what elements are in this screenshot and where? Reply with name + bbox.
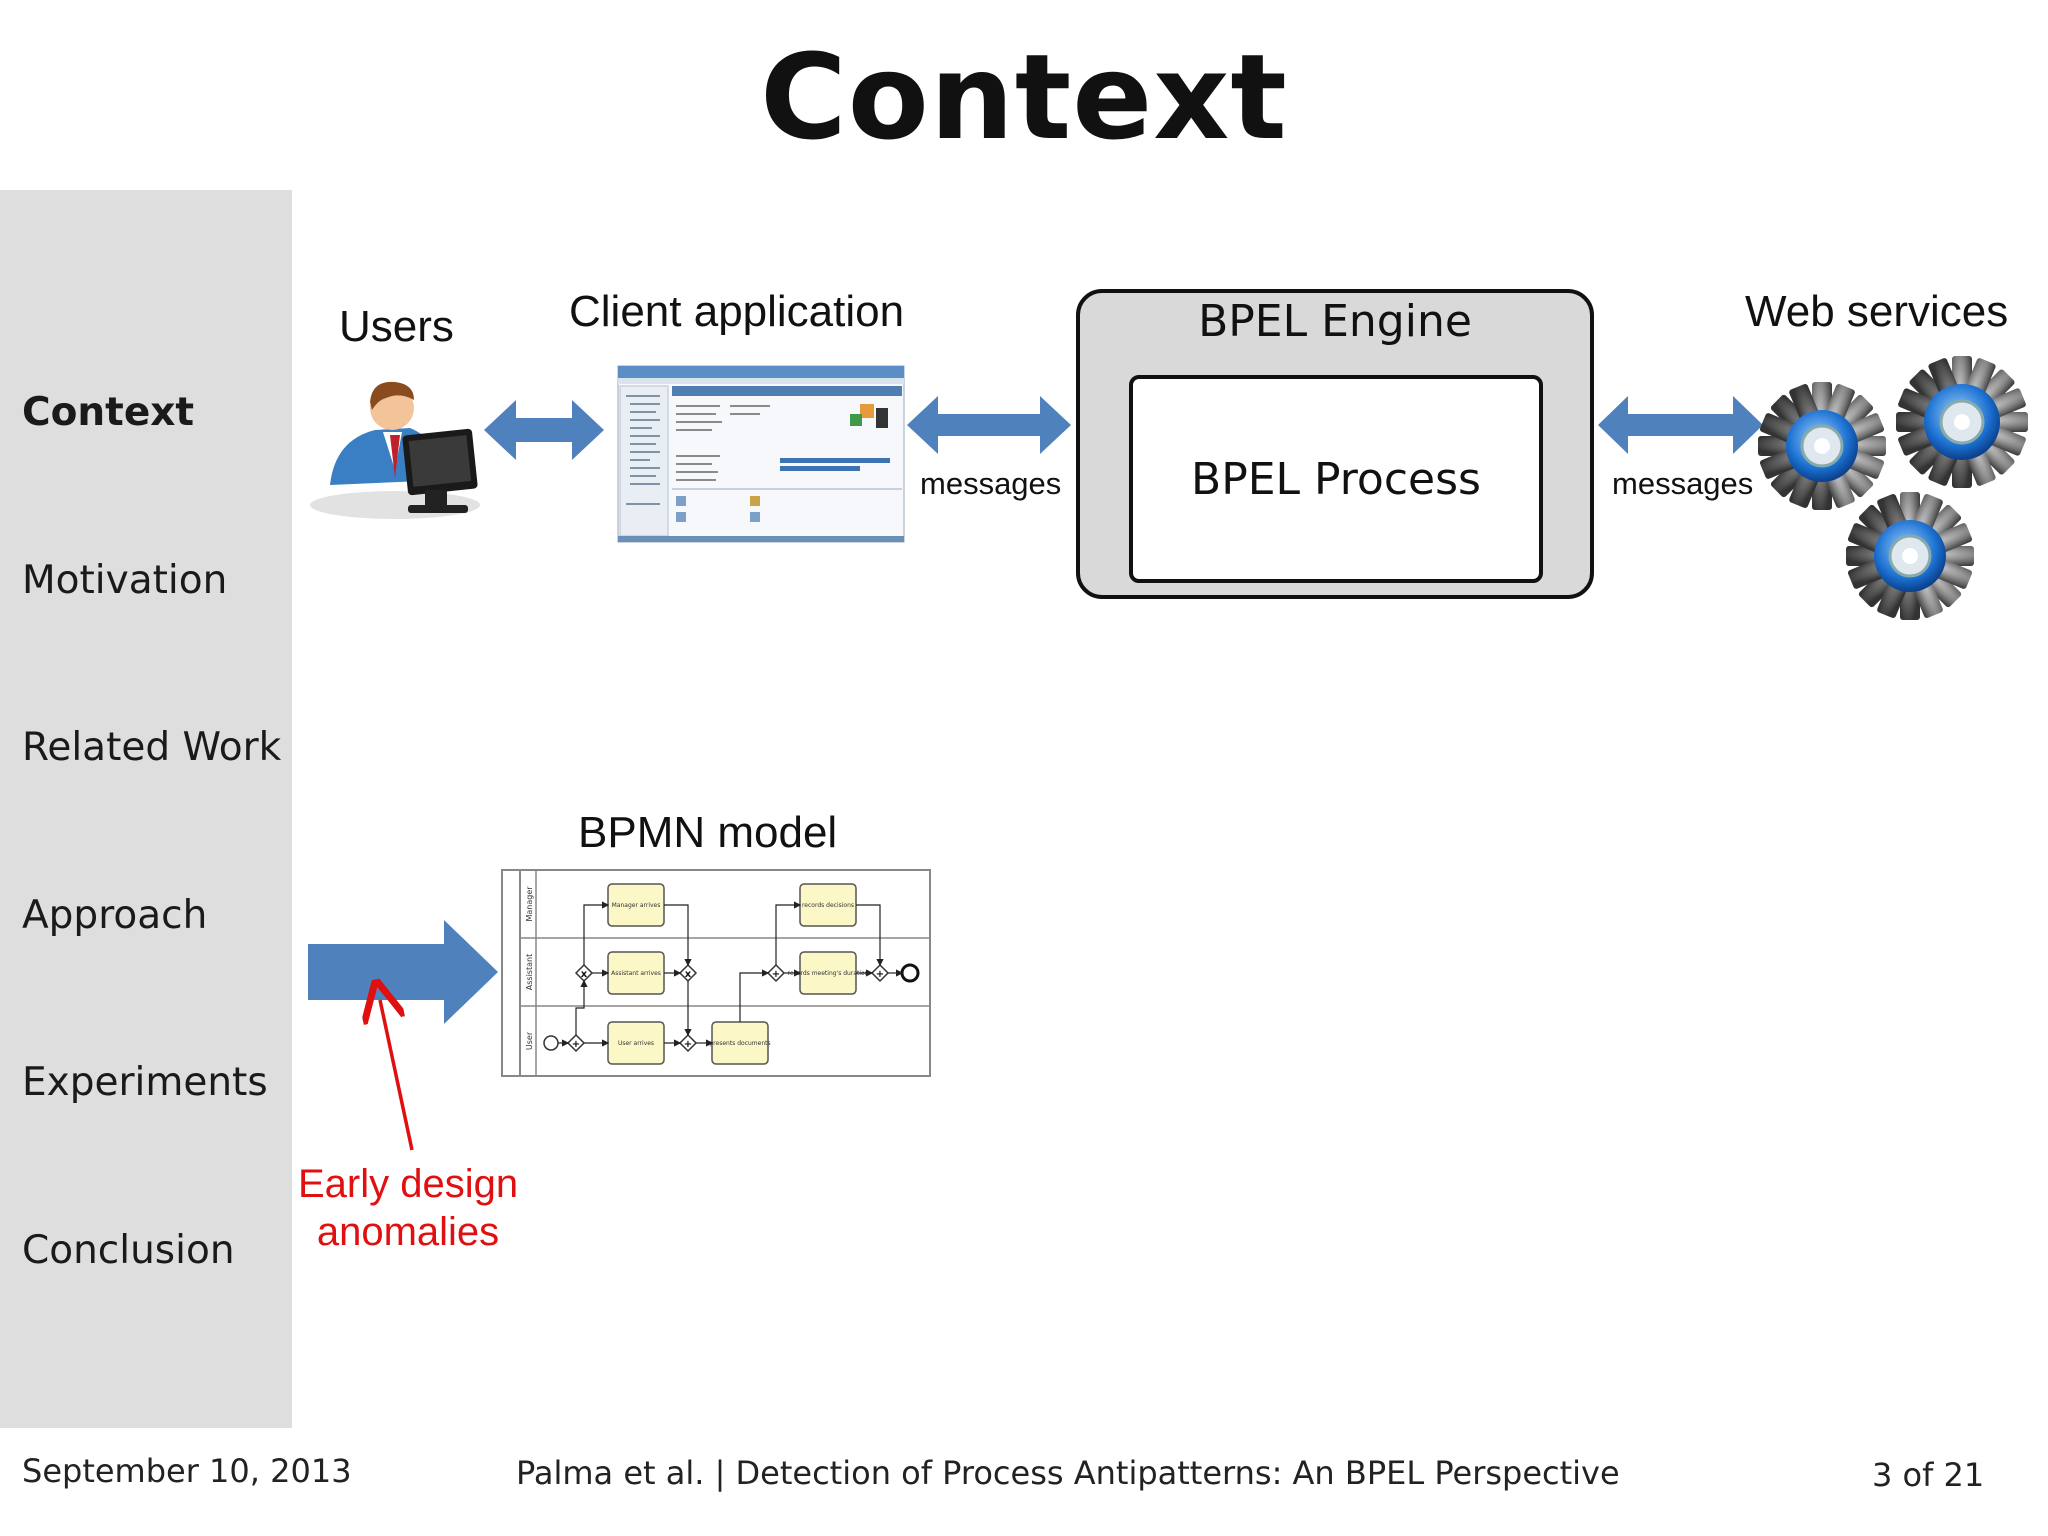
messages-label-right: messages — [1612, 466, 1754, 501]
web-services-label: Web services — [1745, 287, 2009, 336]
svg-text:x: x — [685, 969, 692, 980]
bpmn-task-label: Manager arrives — [612, 902, 661, 909]
bpmn-task-label: records decisions — [802, 902, 854, 909]
bpmn-task-label: User arrives — [618, 1040, 654, 1047]
bpmn-task-label: records meeting's duration — [788, 970, 869, 977]
users-client-double-arrow — [484, 400, 604, 460]
engine-services-double-arrow — [1598, 396, 1763, 454]
annotation-line-2: anomalies — [316, 1210, 500, 1254]
svg-text:+: + — [772, 969, 780, 980]
messages-label-left: messages — [920, 466, 1062, 501]
sidebar-nav: Context Motivation Related Work Approach… — [0, 190, 292, 1428]
bpmn-model-diagram: Manager Assistant User Manager arrives A… — [501, 869, 931, 1077]
web-service-gear-icon — [1846, 492, 1974, 620]
sidebar-item-experiments[interactable]: Experiments — [22, 1060, 268, 1105]
bpel-process-label: BPEL Process — [1191, 454, 1481, 505]
bpmn-lane-label: Assistant — [525, 954, 534, 990]
to-bpmn-arrow — [308, 920, 498, 1024]
web-service-gear-icon — [1896, 356, 2028, 488]
client-engine-double-arrow — [907, 396, 1071, 454]
users-label: Users — [339, 302, 454, 351]
footer-citation: Palma et al. | Detection of Process Anti… — [516, 1454, 1620, 1492]
bpel-process-box — [1129, 375, 1543, 583]
footer-page-number: 3 of 21 — [1872, 1456, 1985, 1494]
footer-date: September 10, 2013 — [22, 1452, 352, 1490]
sidebar-item-conclusion[interactable]: Conclusion — [22, 1228, 235, 1273]
bpel-engine-label: BPEL Engine — [1198, 296, 1472, 347]
svg-text:+: + — [572, 1039, 580, 1050]
bpmn-model-label: BPMN model — [578, 808, 838, 857]
sidebar-item-related-work[interactable]: Related Work — [22, 725, 282, 770]
client-application-screenshot — [617, 365, 905, 543]
client-application-label: Client application — [569, 287, 905, 336]
bpmn-lane-label: User — [525, 1031, 534, 1050]
svg-text:+: + — [684, 1039, 692, 1050]
sidebar-item-approach[interactable]: Approach — [22, 893, 208, 938]
user-computer-icon — [310, 381, 480, 519]
sidebar-item-context[interactable]: Context — [22, 390, 195, 435]
bpmn-task-label: presents documents — [709, 1040, 770, 1047]
annotation-line-1: Early design — [298, 1162, 519, 1206]
web-service-gear-icon — [1758, 382, 1886, 510]
svg-text:+: + — [876, 969, 884, 980]
annotation-arrow — [380, 1000, 414, 1151]
bpmn-lane-label: Manager — [525, 886, 534, 922]
sidebar-item-motivation[interactable]: Motivation — [22, 558, 228, 603]
bpmn-task-label: Assistant arrives — [611, 970, 661, 977]
early-design-anomalies-label: Early design anomalies — [298, 1160, 518, 1256]
svg-text:x: x — [581, 969, 588, 980]
slide-title: Context — [760, 28, 1288, 166]
